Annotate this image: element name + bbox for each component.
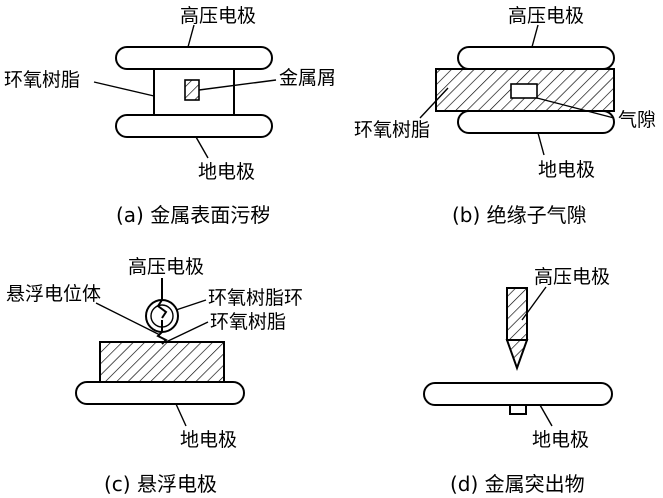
panel-a-label-ground: 地电极 (198, 161, 255, 183)
panel-c-label-float: 悬浮电位体 (6, 283, 101, 305)
panel-c-ground-electrode (75, 381, 245, 405)
panel-a-ground-electrode (115, 114, 273, 138)
panel-b-air-gap (510, 83, 538, 99)
panel-a-label-hv: 高压电极 (180, 5, 256, 27)
panel-b-ground-electrode (457, 110, 615, 134)
panel-b-label-gap: 气隙 (618, 109, 656, 131)
panel-a: 高压电极 环氧树脂 金属屑 地电极 (a) 金属表面污秽 (4, 5, 336, 227)
panel-d-label-ground: 地电极 (532, 429, 589, 451)
panel-b-caption: (b) 绝缘子气隙 (452, 203, 587, 227)
panel-d-metal-protrusion (509, 404, 527, 415)
panel-c-label-hv: 高压电极 (128, 256, 204, 278)
panel-c-label-ring: 环氧树脂环 (208, 287, 303, 309)
panel-a-caption: (a) 金属表面污秽 (116, 203, 270, 227)
panel-c-label-resin: 环氧树脂 (210, 311, 286, 333)
panel-d: 高压电极 地电极 (d) 金属突出物 (423, 266, 613, 496)
panel-d-ground-electrode (423, 382, 613, 406)
panel-b: 高压电极 环氧树脂 气隙 地电极 (b) 绝缘子气隙 (354, 5, 656, 227)
panel-d-caption: (d) 金属突出物 (450, 472, 585, 496)
panel-b-label-resin: 环氧树脂 (354, 119, 430, 141)
panel-c-caption: (c) 悬浮电极 (104, 472, 217, 496)
panel-c-label-ground: 地电极 (180, 429, 237, 451)
panel-d-hv-needle (506, 287, 528, 341)
panel-b-label-hv: 高压电极 (508, 5, 584, 27)
panel-b-hv-electrode (457, 46, 615, 70)
panel-d-needle-tip (505, 339, 529, 371)
panel-c-hv-needle (156, 278, 168, 319)
panel-a-metal-particle (184, 79, 200, 101)
panel-b-label-ground: 地电极 (538, 159, 595, 181)
panel-a-label-metal: 金属屑 (279, 67, 336, 89)
panel-a-hv-electrode (115, 46, 273, 70)
panel-a-label-resin: 环氧树脂 (4, 69, 80, 91)
panel-c: 高压电极 悬浮电位体 环氧树脂环 环氧树脂 地电极 (c) 悬浮电极 (6, 256, 303, 496)
panel-d-label-hv: 高压电极 (534, 266, 610, 288)
panel-c-epoxy-block (99, 341, 225, 383)
